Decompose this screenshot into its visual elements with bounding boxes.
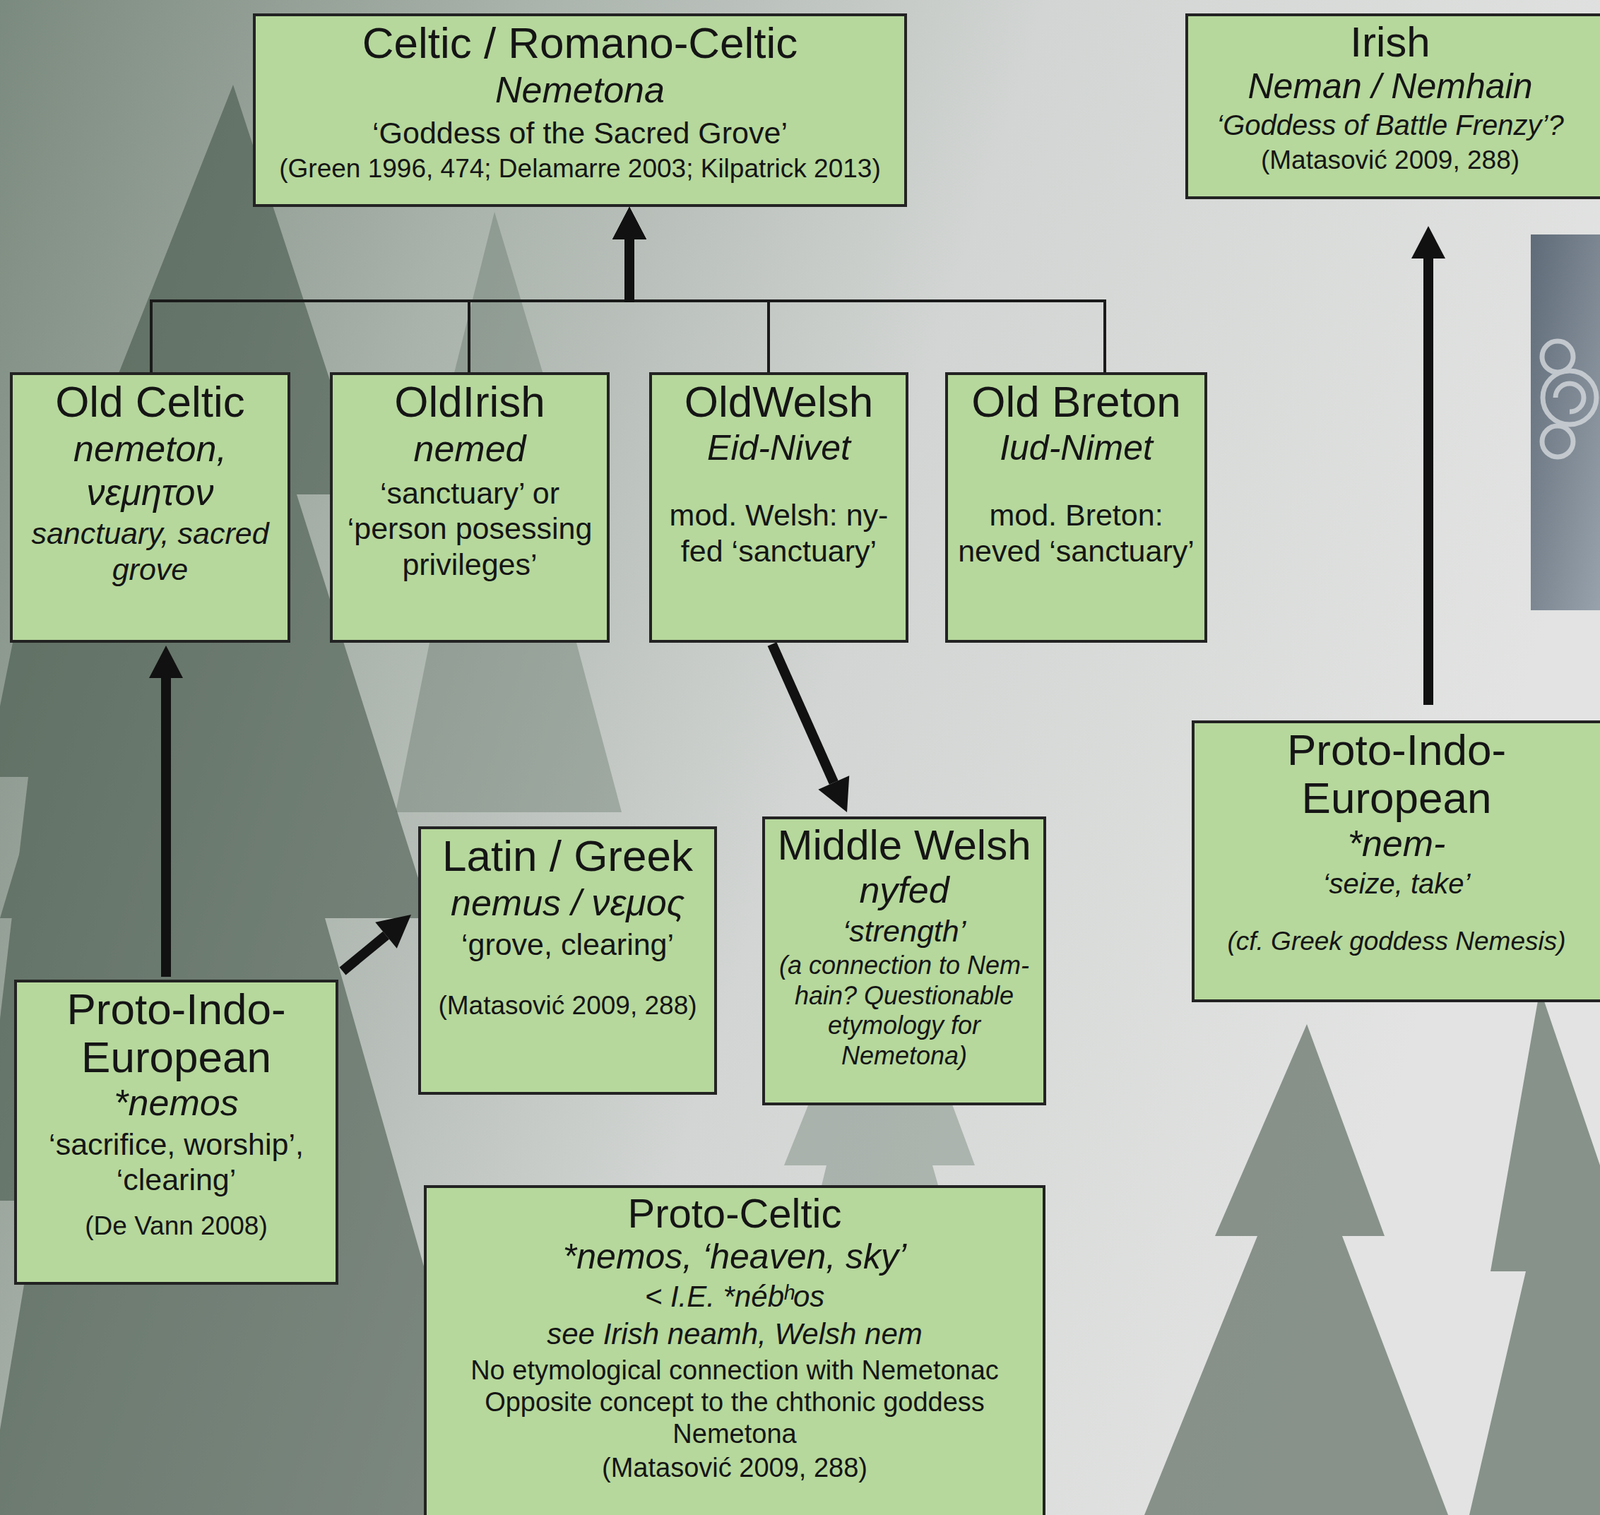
heading-text: Proto-Indo-European <box>24 985 329 1082</box>
gloss-text: mod. Breton: neved ‘sanctuary’ <box>952 497 1201 569</box>
connector <box>469 206 647 373</box>
connector <box>1411 226 1446 705</box>
term-text: Eid-Nivet <box>707 427 851 470</box>
arrow-shaft <box>342 935 387 972</box>
heading-text: OldWelsh <box>684 377 874 426</box>
gloss-text: mod. Welsh: ny-fed ‘sanctuary’ <box>659 497 899 569</box>
heading-text: Old Celtic <box>55 377 246 426</box>
connector <box>151 206 647 373</box>
citation-text: (Matasović 2009, 288) <box>1260 144 1520 176</box>
arrow-shaft <box>161 678 171 977</box>
term-text: Neman / Nemhain <box>1248 65 1533 108</box>
arrow-head <box>149 645 183 679</box>
root-box: Proto-Indo-European*nemos‘sacrifice, wor… <box>14 979 339 1285</box>
gloss-text: ‘Goddess of the Sacred Grove’ <box>372 115 788 152</box>
connector <box>612 206 1105 373</box>
arrow-shaft <box>772 644 834 783</box>
heading-text: Proto-Indo-European <box>1201 726 1592 823</box>
gloss-text: ‘strength’ <box>842 913 966 950</box>
citation-text: (Matasović 2009, 288) <box>437 990 697 1022</box>
language-box: Old BretonIud-Nimet mod. Breton: neved ‘s… <box>945 372 1208 643</box>
term-text: Iud-Nimet <box>999 427 1153 470</box>
heading-text: Middle Welsh <box>777 822 1031 869</box>
root-box: Proto-Indo-European*nem-‘seize, take’ (cf… <box>1191 720 1600 1003</box>
arrow-shaft <box>624 239 635 303</box>
heading-text: Celtic / Romano-Celtic <box>362 19 799 68</box>
language-box: Latin / Greeknemus / νεμος‘grove, cleari… <box>418 826 717 1095</box>
language-box: Old Celticnemeton, νεμητονsanctuary, sac… <box>9 372 291 643</box>
arrow-head <box>612 206 647 240</box>
note-text: (a connection to Nem-hain? Questionable … <box>769 950 1040 1071</box>
term-text: Nemetona <box>495 68 665 112</box>
note-text: see Irish neamh, Welsh nem <box>546 1316 922 1353</box>
heading-text: Irish <box>1349 19 1430 66</box>
heading-text: Latin / Greek <box>442 832 693 881</box>
heading-text: OldIrish <box>394 377 546 426</box>
heading-text: Old Breton <box>971 377 1181 426</box>
connector <box>612 206 769 373</box>
term-text: *nem- <box>1347 822 1447 866</box>
goddess-box: Celtic / Romano-CelticNemetona‘Goddess o… <box>252 13 908 207</box>
citation-text: (De Vann 2008) <box>84 1210 268 1242</box>
connector <box>772 644 850 813</box>
gloss-text: ‘sacrifice, worship’, ‘clearing’ <box>24 1126 329 1199</box>
gloss-text: ‘seize, take’ <box>1323 867 1471 901</box>
gloss-text: ‘Goddess of Battle Frenzy’? <box>1216 108 1564 142</box>
language-box: Middle Welshnyfed‘strength’(a connection… <box>762 816 1047 1106</box>
note-text: No etymological connection with Nemetona… <box>470 1354 999 1387</box>
tree-silhouettes <box>0 84 1600 1515</box>
note-text: Opposite concept to the chthonic goddess… <box>433 1386 1036 1451</box>
goddess-box: IrishNeman / Nemhain‘Goddess of Battle F… <box>1185 13 1600 200</box>
gloss-text: ‘grove, clearing’ <box>461 926 674 963</box>
arrow-head <box>612 206 647 240</box>
arrow-shaft <box>624 239 635 303</box>
bracket-line <box>629 300 1105 373</box>
arrow-head <box>612 206 647 240</box>
arrow-head <box>1411 226 1446 259</box>
language-box: OldIrishnemed‘sanctuary’ or ‘person pose… <box>329 372 610 643</box>
gloss-text: ‘sanctuary’ or ‘person posessing privile… <box>339 475 600 583</box>
term-text: nemeton, νεμητον <box>19 427 281 515</box>
arrow-head <box>612 206 647 240</box>
gloss-text: sanctuary, sacred grove <box>19 515 281 588</box>
term-text: nemed <box>413 427 527 471</box>
citation-text: (Matasović 2009, 288) <box>601 1452 868 1485</box>
arrow-shaft <box>1423 258 1434 705</box>
bracket-line <box>469 300 630 373</box>
term-text: < I.E. *nébʰos <box>644 1279 826 1315</box>
heading-text: Proto-Celtic <box>627 1190 843 1237</box>
bracket-line <box>629 300 769 373</box>
root-box: Proto-Celtic*nemos, ‘heaven, sky’< I.E. … <box>423 1185 1046 1515</box>
photo-fragment <box>1530 234 1600 611</box>
term-text: nyfed <box>858 868 949 912</box>
arrow-shaft <box>624 239 635 303</box>
connector <box>149 645 183 977</box>
citation-text: (cf. Greek goddess Nemesis) <box>1227 926 1566 958</box>
term-text: *nemos, ‘heaven, sky’ <box>563 1236 907 1278</box>
term-text: *nemos <box>113 1081 239 1125</box>
arrow-shaft <box>624 239 635 303</box>
bracket-line <box>151 300 630 373</box>
language-box: OldWelshEid-Nivet mod. Welsh: ny-fed ‘san… <box>649 372 909 643</box>
connector <box>342 914 412 972</box>
term-text: nemus / νεμος <box>450 881 685 925</box>
citation-text: (Green 1996, 474; Delamarre 2003; Kilpat… <box>279 153 881 185</box>
